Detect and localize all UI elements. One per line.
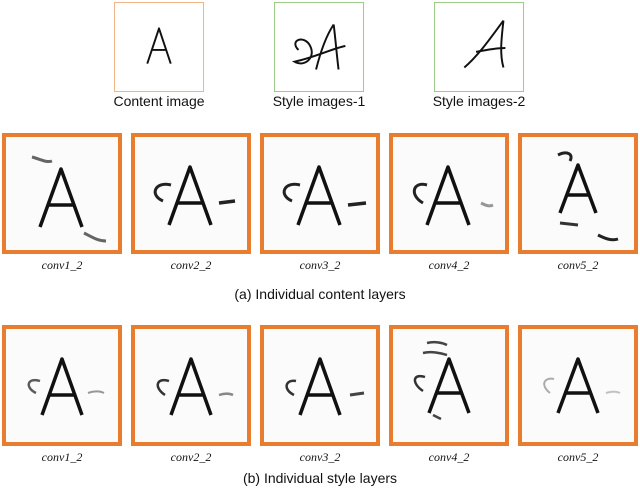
content-layer-label-3: conv3_2: [299, 258, 341, 272]
style-layer-result-4: [389, 325, 509, 446]
style-image-2: [434, 2, 524, 92]
style-layer-result-3: [260, 325, 380, 446]
style-layer-label-2: conv2_2: [170, 450, 212, 464]
style-layer-result-5: [518, 325, 638, 446]
content-layer-label-1: conv1_2: [41, 258, 83, 272]
style-layer-label-5: conv5_2: [557, 450, 599, 464]
style-layer-label-4: conv4_2: [428, 450, 470, 464]
content-layer-label-4: conv4_2: [428, 258, 470, 272]
content-layer-result-3: [260, 133, 380, 254]
content-layer-result-2: [131, 133, 251, 254]
caption-a: (a) Individual content layers: [234, 286, 406, 302]
caption-b: (b) Individual style layers: [242, 470, 398, 486]
style-layer-result-1: [2, 325, 122, 446]
content-image: [114, 2, 204, 92]
style-image-1: [274, 2, 364, 92]
style-layer-label-3: conv3_2: [299, 450, 341, 464]
content-image-label: Content image: [113, 93, 205, 109]
style-image-2-label: Style images-2: [432, 93, 526, 109]
content-layer-label-5: conv5_2: [557, 258, 599, 272]
style-image-1-label: Style images-1: [272, 93, 366, 109]
content-layer-result-1: [2, 133, 122, 254]
content-layer-result-4: [389, 133, 509, 254]
content-layer-label-2: conv2_2: [170, 258, 212, 272]
content-layer-result-5: [518, 133, 638, 254]
style-layer-label-1: conv1_2: [41, 450, 83, 464]
style-layer-result-2: [131, 325, 251, 446]
